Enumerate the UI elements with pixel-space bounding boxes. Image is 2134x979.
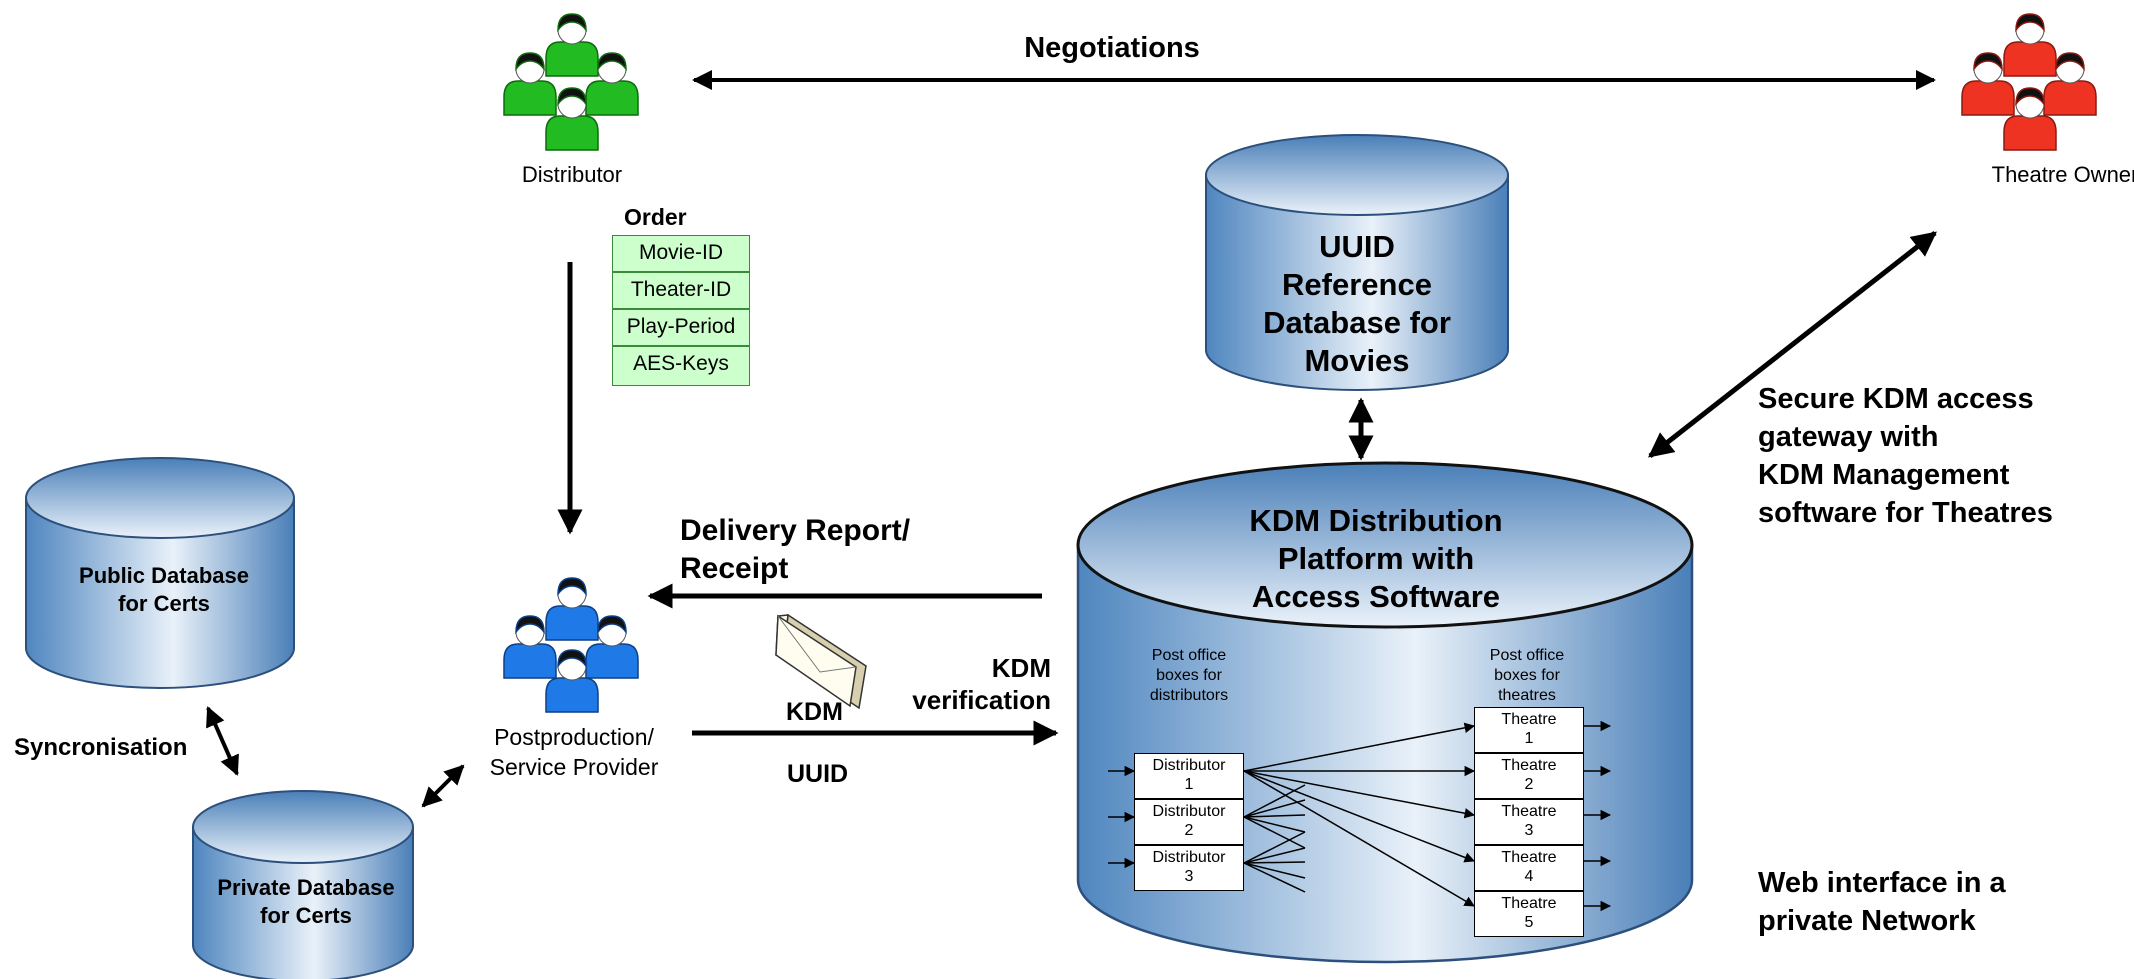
- theatre-box-2: Theatre 2: [1474, 753, 1584, 799]
- distributor-box-1: Distributor 1: [1134, 753, 1244, 799]
- kdm-verification-label: KDM verification: [912, 653, 1051, 715]
- kdm-label: KDM: [786, 698, 843, 726]
- order-title: Order: [624, 204, 687, 230]
- postproduction-label: Postproduction/ Service Provider: [489, 724, 659, 780]
- uuid-label: UUID: [787, 760, 849, 788]
- order-item-play-period: Play-Period: [612, 309, 750, 346]
- public-certs-label: Public Database for Certs: [79, 563, 249, 616]
- private-certs-label: Private Database for Certs: [217, 875, 395, 928]
- service-provider-people-icon: [503, 577, 639, 713]
- order-item-movie-id: Movie-ID: [612, 235, 750, 272]
- public-certs-database: [25, 457, 295, 689]
- order-item-aes-keys: AES-Keys: [612, 346, 750, 386]
- web-interface-note: Web interface in a private Network: [1758, 867, 2006, 937]
- uuid-reference-database: [1205, 134, 1509, 391]
- delivery-report-label: Delivery Report/ Receipt: [680, 514, 911, 585]
- private-certs-database: [192, 790, 414, 979]
- provider-private-db-arrow: [421, 764, 465, 808]
- distributor-box-2: Distributor 2: [1134, 799, 1244, 845]
- theatre-owner-label: Theatre Owner: [1991, 162, 2134, 187]
- negotiations-label: Negotiations: [1024, 32, 1200, 64]
- theatre-boxes-caption: Post office boxes for theatres: [1489, 647, 1565, 704]
- order-item-theater-id: Theater-ID: [612, 272, 750, 309]
- theatre-box-5: Theatre 5: [1474, 891, 1584, 937]
- envelope-icon: [775, 613, 867, 710]
- theatre-box-4: Theatre 4: [1474, 845, 1584, 891]
- kdm-platform-label: KDM Distribution Platform with Access So…: [1249, 503, 1503, 614]
- distributor-label: Distributor: [521, 162, 623, 187]
- secure-gateway-note: Secure KDM access gateway with KDM Manag…: [1758, 383, 2053, 529]
- syncronisation-arrow: [206, 706, 239, 776]
- post-office-routing-lines: [1108, 720, 1612, 912]
- theatre-box-1: Theatre 1: [1474, 707, 1584, 753]
- uuid-reference-db-label: UUID Reference Database for Movies: [1263, 229, 1451, 378]
- syncronisation-label: Syncronisation: [14, 734, 188, 761]
- distributor-box-3: Distributor 3: [1134, 845, 1244, 891]
- secure-gateway-arrow: [1648, 231, 1937, 458]
- distributor-boxes-caption: Post office boxes for distributors: [1149, 647, 1229, 704]
- distributor-people-icon: [503, 13, 639, 151]
- theatre-box-3: Theatre 3: [1474, 799, 1584, 845]
- theatre-owner-people-icon: [1961, 13, 2097, 151]
